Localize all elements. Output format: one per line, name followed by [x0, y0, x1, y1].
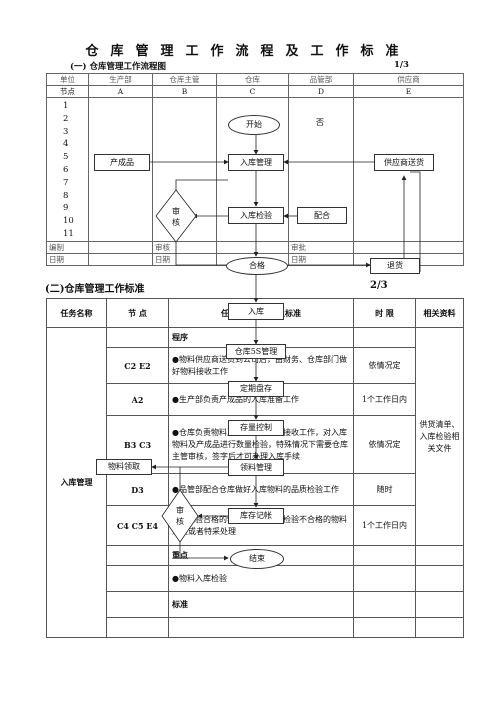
step-10: 10: [63, 216, 74, 227]
stock-control-box: 存量控制: [228, 420, 284, 436]
periodic-count-box: 定期盘存: [228, 381, 284, 397]
warehouse-5s-box: 仓库5S管理: [226, 344, 286, 359]
review-diamond-2: [161, 489, 199, 543]
step-1: 1: [63, 101, 69, 111]
inbound-box: 入库: [228, 303, 284, 320]
table-row: C2 E2 ●物料供应商送货到公司后，由财务、仓库部门做好物料接收工作 依情况定: [47, 347, 464, 384]
inbound-inspection-box: 入库检验: [228, 207, 284, 224]
node-row: 节点 A B C D E: [46, 85, 464, 98]
header-task-name: 任务名称: [46, 298, 107, 328]
step-11: 11: [63, 228, 74, 239]
review-diamond: [155, 189, 197, 243]
end-oval: 结束: [230, 549, 284, 569]
qualified-decision: 合格: [226, 257, 288, 275]
header-node: 节 点: [106, 298, 169, 328]
review-label-2: 审核: [176, 506, 184, 526]
inbound-management-box: 入库管理: [228, 154, 284, 171]
page-number-1: 1/3: [394, 60, 409, 70]
table-row: D3 ●品管部配合仓库做好入库物料的品质检验工作 随时: [47, 473, 464, 506]
step-8: 8: [63, 190, 69, 201]
step-3: 3: [63, 126, 69, 137]
step-numbers: 1 2 3 4 5 6 7 8 9 10 11: [46, 97, 89, 242]
no-label: 否: [316, 118, 324, 127]
page-number-2: 2/3: [370, 280, 388, 291]
table-row: C4 C5 E4 ●对检验合格的物料办理入库，检验不合格的物料退货或者特采处理 …: [47, 505, 464, 546]
supplier-delivery-box: 供应商送货: [374, 154, 434, 171]
step-9: 9: [63, 203, 69, 214]
lane-supplier: [353, 97, 464, 242]
date-label-1: 日期: [46, 253, 89, 266]
review-label: 审核: [172, 207, 180, 227]
step-2: 2: [63, 113, 69, 124]
return-box: 退货: [370, 258, 420, 274]
standard-table: 任务名称 节 点 任务程序、重点及标准 时 限 相关资料 入库管理 程序 供货清…: [46, 298, 464, 638]
cooperate-box: 配合: [297, 207, 347, 224]
start-oval: 开始: [228, 115, 280, 135]
material-pick-box: 物料领取: [96, 459, 152, 475]
pick-management-box: 领料管理: [228, 459, 284, 476]
sign-row: 编制 审核 审批: [46, 241, 464, 254]
unit-header-row: 单位 生产部 仓库主管 仓库 品管部 供应商: [46, 73, 464, 86]
header-time-limit: 时 限: [353, 298, 416, 328]
related-docs: 供货清单、入库检验相关文件: [415, 327, 464, 546]
step-6: 6: [63, 164, 69, 175]
finished-goods-box: 产成品: [94, 154, 150, 171]
standard-section-title: (二)仓库管理工作标准: [45, 284, 145, 295]
flowchart-section-title: (一) 仓库管理工作流程图: [70, 62, 167, 72]
document-title: 仓库管理工作流程及工作标准: [85, 44, 411, 59]
header-related: 相关资料: [415, 298, 464, 328]
step-4: 4: [63, 139, 69, 150]
step-7: 7: [63, 177, 69, 188]
inventory-ledger-box: 库存记帐: [228, 508, 284, 524]
step-5: 5: [63, 152, 69, 163]
